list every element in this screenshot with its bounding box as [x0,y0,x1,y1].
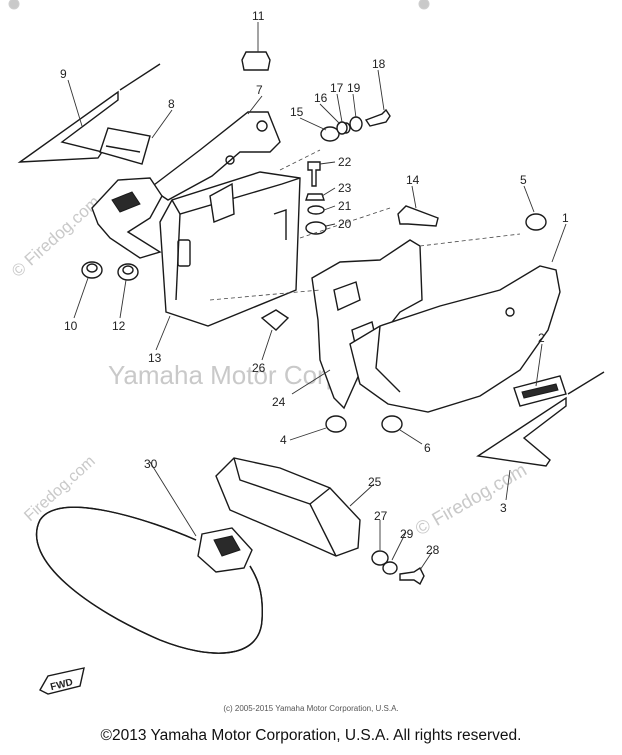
part-9-stripe-decal [17,63,161,163]
part-5-grommet [525,213,547,231]
callout-26: 26 [252,361,266,375]
callout-21: 21 [338,199,352,213]
part-7-bracket [148,111,281,201]
part-19-collar [349,116,363,132]
part-22-bolt [307,161,321,187]
part-25-tray [215,457,361,557]
callout-3: 3 [500,501,507,515]
part-18-bolt [364,108,391,127]
part-10-grommet [81,261,103,279]
callout-5: 5 [520,173,527,187]
part-21-washer [307,205,325,215]
part-13-battery-box [159,171,301,327]
watermark-circle-top-right [418,0,430,10]
part-1-side-cover [349,265,561,413]
callout-1: 1 [562,211,569,225]
callout-15: 15 [290,105,304,119]
assembly-line-2 [279,149,321,171]
callout-7: 7 [256,83,263,97]
callout-23: 23 [338,181,352,195]
part-3-stripe-decal [476,371,605,467]
part-30-harness [35,506,264,654]
small-copyright: (c) 2005-2015 Yamaha Motor Corporation, … [223,704,399,713]
callout-27: 27 [374,509,388,523]
copyright-footer: ©2013 Yamaha Motor Corporation, U.S.A. A… [100,727,522,744]
callout-2: 2 [538,331,545,345]
callout-6: 6 [424,441,431,455]
callout-11: 11 [252,9,265,23]
watermark-circle-top-left [8,0,20,10]
part-14-clip [397,205,439,227]
part-4-grommet [325,415,347,433]
callout-10: 10 [64,319,78,333]
part-6-grommet [381,415,403,433]
callout-13: 13 [148,351,162,365]
part-20-grommet [305,221,327,235]
callout-30: 30 [144,457,158,471]
callout-29: 29 [400,527,414,541]
callout-24: 24 [272,395,286,409]
part-11-damper [241,51,271,71]
callout-8: 8 [168,97,175,111]
part-15-grommet [320,126,340,142]
watermark-firedog-bottom-left: Firedog.com [21,453,98,525]
part-29-washer [382,561,398,575]
part-8-emblem [99,127,151,165]
callout-14: 14 [406,173,420,187]
part-left-cover [91,177,163,259]
part-2-emblem [513,375,567,407]
assembly-line-3 [209,289,321,301]
leader-lines [67,22,567,571]
part-28-screw [399,566,425,586]
callout-20: 20 [338,217,352,231]
callout-9: 9 [60,67,67,81]
part-26-rubber [260,309,290,331]
assembly-line-4 [419,233,521,247]
callout-28: 28 [426,543,440,557]
callout-17: 17 [330,81,344,95]
part-23-nut [305,193,325,201]
callout-19: 19 [347,81,361,95]
callout-22: 22 [338,155,352,169]
part-27-collar [371,550,389,566]
part-12-grommet [117,263,139,281]
watermark-firedog-right: © Firedog.com [412,460,531,541]
callout-25: 25 [368,475,382,489]
callout-4: 4 [280,433,287,447]
fwd-arrow: FWD [39,667,85,695]
callout-16: 16 [314,91,328,105]
assembly-line-1 [299,207,391,239]
fwd-label: FWD [49,677,74,693]
callout-12: 12 [112,319,126,333]
callout-18: 18 [372,57,386,71]
part-17-washer [336,121,348,135]
